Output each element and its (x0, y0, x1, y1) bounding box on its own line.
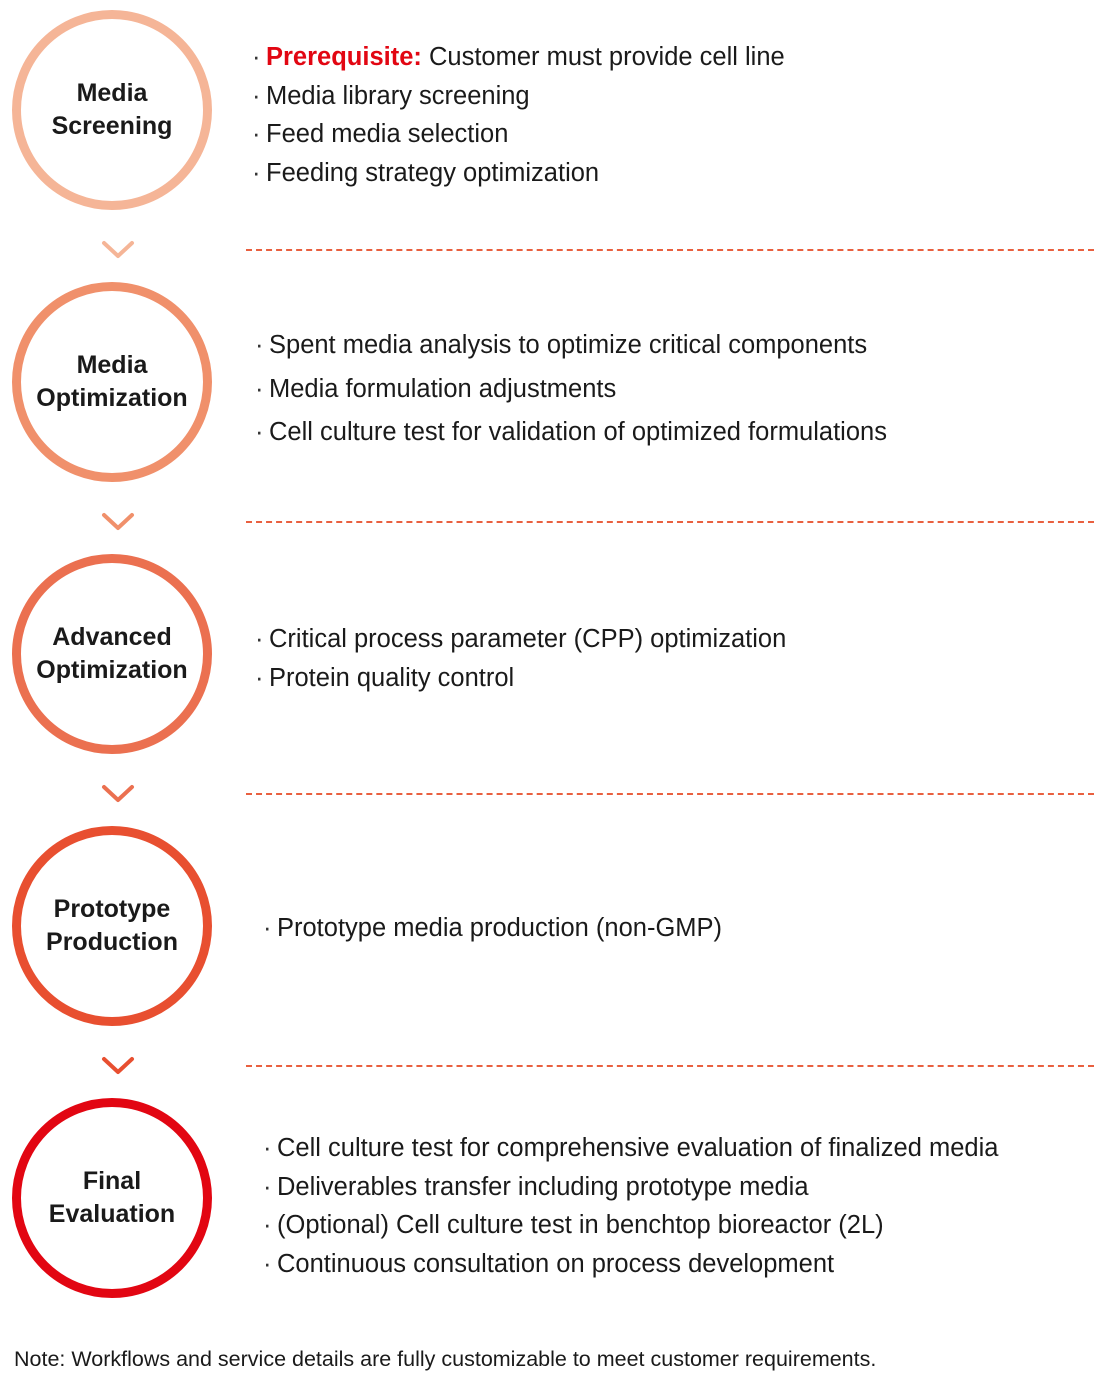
list-item: ·Protein quality control (255, 663, 515, 692)
chevron-down-icon (101, 784, 135, 804)
dashed-divider (246, 1065, 1094, 1067)
step-circle-prototype-production: Prototype Production (12, 826, 212, 1026)
dashed-divider (246, 249, 1094, 251)
step-title: Advanced Optimization (36, 623, 188, 684)
list-item: ·Continuous consultation on process deve… (263, 1249, 835, 1278)
list-item: ·Deliverables transfer including prototy… (263, 1172, 809, 1201)
step-circle-media-optimization: Media Optimization (12, 282, 212, 482)
step-title: Final Evaluation (48, 1167, 176, 1228)
step-title: Prototype Production (46, 895, 178, 956)
list-item: ·Media library screening (252, 81, 530, 110)
list-item: ·Media formulation adjustments (255, 374, 617, 403)
step-items-final-evaluation: ·Cell culture test for comprehensive eva… (263, 1129, 998, 1283)
step-circle-final-evaluation: Final Evaluation (12, 1098, 212, 1298)
step-items-media-optimization: ·Spent media analysis to optimize critic… (255, 324, 887, 455)
list-item: ·Cell culture test for comprehensive eva… (263, 1134, 999, 1162)
dashed-divider (246, 521, 1094, 523)
step-items-prototype-production: ·Prototype media production (non-GMP) (263, 909, 722, 948)
list-item-prerequisite: ·Prerequisite: Customer must provide cel… (252, 43, 785, 71)
dashed-divider (246, 793, 1094, 795)
footnote: Note: Workflows and service details are … (14, 1347, 877, 1371)
step-title: Media Screening (51, 79, 173, 140)
chevron-down-icon (101, 512, 135, 532)
prerequisite-label: Prerequisite: (266, 43, 422, 71)
step-title: Media Optimization (36, 351, 188, 412)
list-item: ·Spent media analysis to optimize critic… (255, 331, 868, 359)
step-items-advanced-optimization: ·Critical process parameter (CPP) optimi… (255, 620, 786, 697)
list-item: ·Cell culture test for validation of opt… (255, 418, 887, 446)
list-item: ·Prototype media production (non-GMP) (263, 914, 723, 942)
list-item: ·Feed media selection (252, 120, 509, 148)
chevron-down-icon (101, 240, 135, 260)
step-circle-advanced-optimization: Advanced Optimization (12, 554, 212, 754)
list-item: ·(Optional) Cell culture test in benchto… (263, 1211, 884, 1239)
prerequisite-text: Customer must provide cell line (421, 43, 785, 71)
list-item: ·Critical process parameter (CPP) optimi… (255, 625, 787, 653)
step-items-media-screening: ·Prerequisite: Customer must provide cel… (252, 38, 785, 192)
list-item: ·Feeding strategy optimization (252, 158, 600, 187)
step-circle-media-screening: Media Screening (12, 10, 212, 210)
chevron-down-icon (101, 1056, 135, 1076)
